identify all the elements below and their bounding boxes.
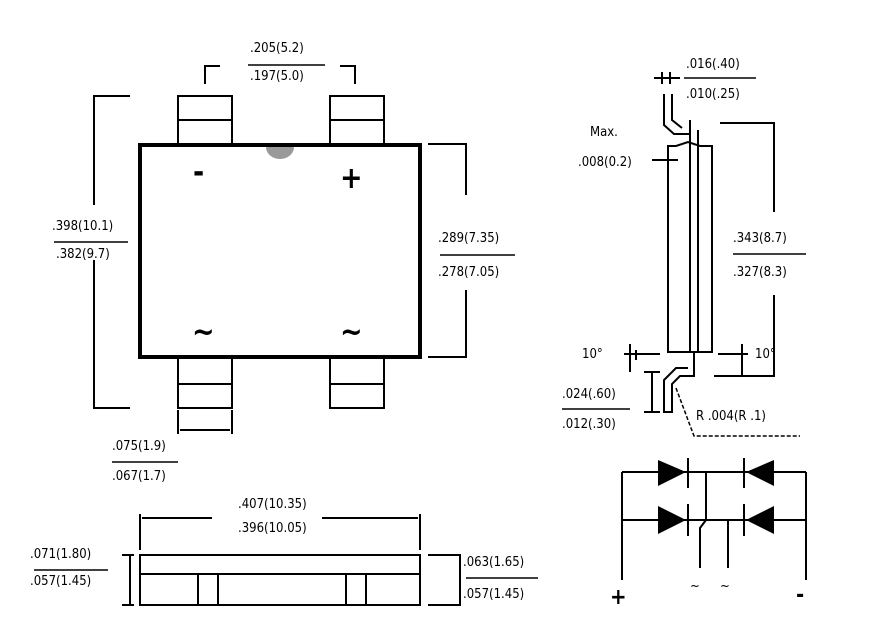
diode-icon	[658, 504, 689, 536]
body-height-max: .289(7.35)	[438, 231, 499, 246]
height-right-min: .057(1.45)	[463, 587, 524, 602]
body-length-max: .343(8.7)	[733, 231, 787, 246]
schematic-minus: -	[796, 583, 804, 608]
height-left-min: .057(1.45)	[30, 574, 91, 589]
ac-label-right: ~	[340, 315, 363, 350]
max-label: Max.	[590, 125, 618, 140]
max-value: .008(0.2)	[578, 155, 632, 170]
schematic-ac1: ~	[690, 579, 700, 594]
ac-label-left: ~	[192, 315, 215, 350]
body-length-min: .327(8.3)	[733, 265, 787, 280]
bottom-left-pin	[177, 357, 233, 409]
top-view: - + ~ ~ .205(5.2) .197(5.0) .398(10.1) .…	[52, 41, 515, 484]
diode-icon	[743, 504, 774, 536]
diode-icon	[658, 458, 689, 488]
angle-right: 10°	[755, 347, 776, 362]
pin-pitch-min: .197(5.0)	[250, 69, 304, 84]
lead-length-max: .024(.60)	[562, 387, 616, 402]
length-min: .396(10.05)	[238, 521, 307, 536]
pin-width-max: .075(1.9)	[112, 439, 166, 454]
lead-thickness-min: .010(.25)	[686, 87, 740, 102]
lead-thickness-max: .016(.40)	[686, 57, 740, 72]
top-left-pin	[177, 95, 233, 145]
orientation-notch	[266, 147, 294, 159]
top-right-pin	[329, 95, 385, 145]
height-left-max: .071(1.80)	[30, 547, 91, 562]
schematic-ac2: ~	[720, 579, 730, 594]
radius-label: R .004(R .1)	[696, 409, 766, 424]
body-height-min: .278(7.05)	[438, 265, 499, 280]
schematic-plus: +	[610, 585, 627, 610]
overall-height-max: .398(10.1)	[52, 219, 113, 234]
bottom-right-pin	[329, 357, 385, 409]
lead-length-min: .012(.30)	[562, 417, 616, 432]
overall-height-min: .382(9.7)	[56, 247, 110, 262]
height-right-max: .063(1.65)	[463, 555, 524, 570]
plus-label: +	[340, 161, 363, 196]
pin-width-min: .067(1.7)	[112, 469, 166, 484]
bridge-schematic: + ~ ~ -	[610, 458, 807, 610]
length-max: .407(10.35)	[238, 497, 307, 512]
package-body	[138, 143, 422, 359]
angle-left: 10°	[582, 347, 603, 362]
pin-pitch-max: .205(5.2)	[250, 41, 304, 56]
front-view: .407(10.35) .396(10.05) .071(1.80) .057(…	[30, 497, 538, 606]
minus-label: -	[193, 155, 204, 190]
side-view: .016(.40) .010(.25) Max. .008(0.2) .343(…	[562, 57, 806, 437]
diode-icon	[743, 458, 774, 488]
